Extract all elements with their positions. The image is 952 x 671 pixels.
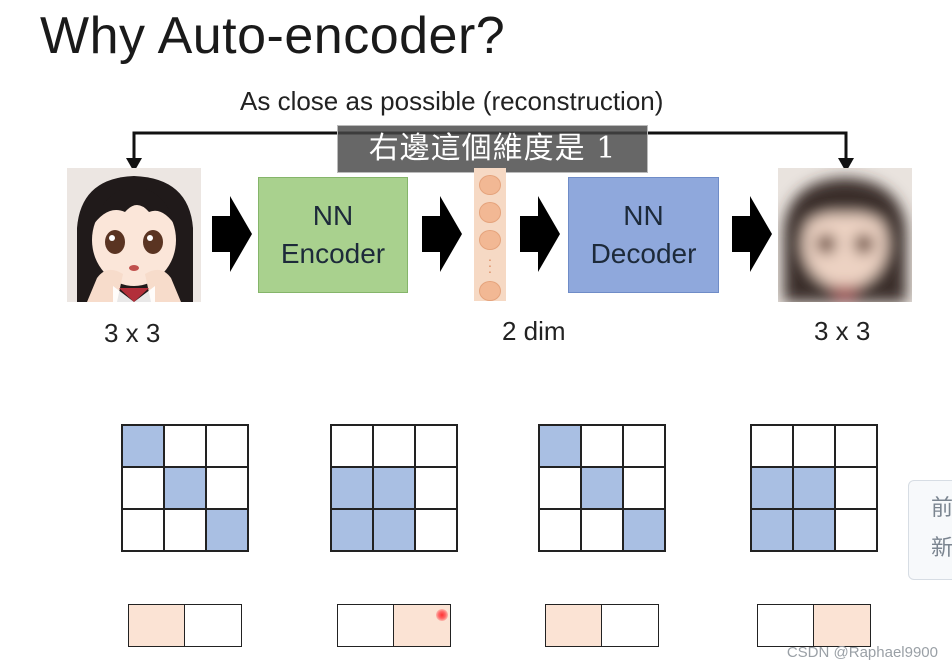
code-cell: [185, 605, 241, 646]
arrow-3-icon: [520, 196, 560, 272]
grid-cell: [835, 509, 877, 551]
grid-cell: [623, 425, 665, 467]
grid-cell: [539, 425, 581, 467]
code-dim-label: 2 dim: [502, 316, 566, 346]
grid-cell: [331, 467, 373, 509]
code-cell: [758, 605, 814, 646]
grid-cell: [415, 425, 457, 467]
example-grid-4: [750, 424, 878, 552]
encoder-line1: NN: [312, 200, 354, 231]
grid-cell: [122, 509, 164, 551]
decoder-line2: Decoder: [590, 238, 697, 269]
grid-cell: [581, 425, 623, 467]
grid-cell: [793, 509, 835, 551]
grid-cell: [835, 425, 877, 467]
side-tab-line1: 前: [931, 496, 952, 521]
input-face-image: [67, 168, 201, 302]
grid-cell: [373, 425, 415, 467]
laser-pointer-icon: [436, 609, 448, 621]
grid-cell: [164, 509, 206, 551]
grid-cell: [835, 467, 877, 509]
code-layer: ···: [474, 168, 506, 301]
code-cell: [338, 605, 394, 646]
code-neuron: [479, 175, 501, 196]
arrow-1-icon: [212, 196, 252, 272]
video-caption: 右邊這個維度是 1: [337, 125, 648, 173]
grid-cell: [331, 509, 373, 551]
ellipsis-icon: ···: [487, 250, 493, 279]
encoder-line2: Encoder: [280, 238, 386, 269]
output-size-label: 3 x 3: [814, 316, 871, 346]
grid-cell: [581, 509, 623, 551]
grid-cell: [751, 467, 793, 509]
grid-cell: [793, 425, 835, 467]
side-panel-tab[interactable]: 前 新: [908, 480, 952, 580]
grid-cell: [206, 425, 248, 467]
example-grid-2: [330, 424, 458, 552]
grid-cell: [206, 509, 248, 551]
reconstruction-label: As close as possible (reconstruction): [240, 86, 664, 116]
side-tab-line2: 新: [931, 536, 952, 561]
decoder-line1: NN: [623, 200, 664, 231]
example-grid-3: [538, 424, 666, 552]
code-cell: [546, 605, 602, 646]
example-code-3: [545, 604, 659, 647]
grid-cell: [206, 467, 248, 509]
input-size-label: 3 x 3: [104, 318, 161, 348]
grid-cell: [751, 509, 793, 551]
example-code-2: [337, 604, 451, 647]
grid-cell: [415, 467, 457, 509]
grid-cell: [539, 509, 581, 551]
example-code-1: [128, 604, 242, 647]
grid-cell: [331, 425, 373, 467]
grid-cell: [581, 467, 623, 509]
arrow-2-icon: [422, 196, 462, 272]
code-cell: [814, 605, 870, 646]
code-cell: [129, 605, 185, 646]
grid-cell: [623, 509, 665, 551]
arrow-4-icon: [732, 196, 772, 272]
code-cell: [602, 605, 658, 646]
grid-cell: [623, 467, 665, 509]
grid-cell: [539, 467, 581, 509]
grid-cell: [793, 467, 835, 509]
nn-decoder-box: NN Decoder: [568, 177, 719, 293]
code-neuron: [479, 229, 501, 250]
nn-encoder-box: NN Encoder: [258, 177, 408, 293]
code-neuron: [479, 280, 501, 301]
slide-title: Why Auto-encoder?: [40, 7, 506, 65]
grid-cell: [373, 467, 415, 509]
code-neuron: [479, 202, 501, 223]
example-code-4: [757, 604, 871, 647]
grid-cell: [415, 509, 457, 551]
grid-cell: [373, 509, 415, 551]
grid-cell: [164, 467, 206, 509]
example-grid-1: [121, 424, 249, 552]
watermark: CSDN @Raphael9900: [786, 644, 938, 661]
output-face-image: [778, 168, 912, 302]
grid-cell: [122, 467, 164, 509]
grid-cell: [122, 425, 164, 467]
grid-cell: [164, 425, 206, 467]
grid-cell: [751, 425, 793, 467]
